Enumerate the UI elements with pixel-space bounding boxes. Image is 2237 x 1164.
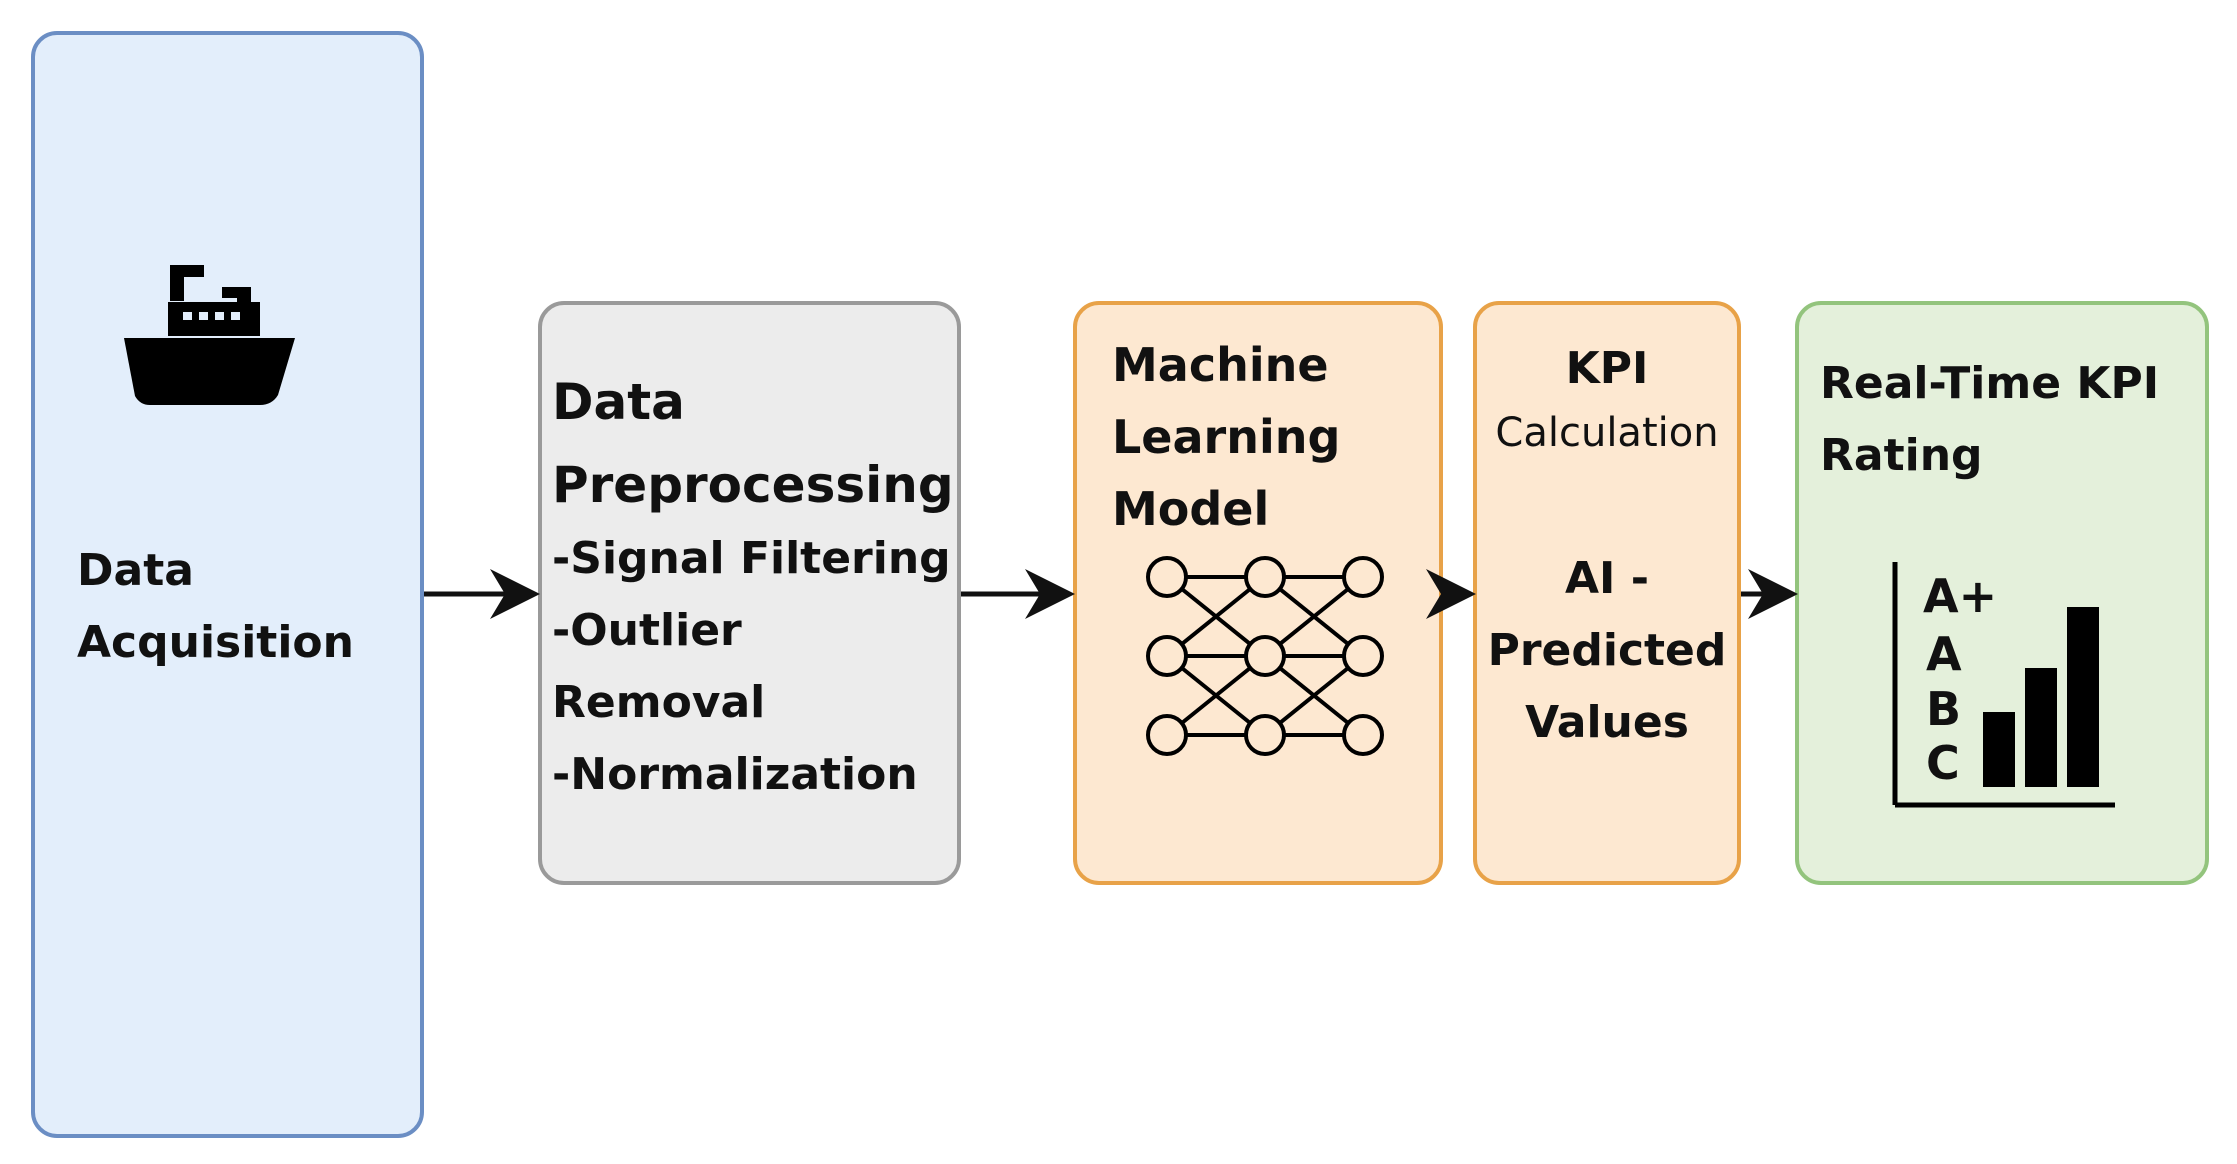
data-preprocessing-box — [538, 301, 961, 885]
model-title-line3: Model — [1112, 482, 1270, 536]
acquisition-title-line1: Data — [77, 545, 194, 596]
kpi-title-line1: KPI — [1565, 343, 1649, 394]
preprocessing-step-removal: Removal — [552, 677, 766, 728]
rating-title-line1: Real-Time KPI — [1820, 358, 2160, 409]
kpi-predicted-line1: AI - — [1564, 553, 1649, 604]
preprocessing-title-line1: Data — [552, 373, 685, 431]
acquisition-title-line2: Acquisition — [77, 617, 354, 668]
rating-bar-1 — [1983, 712, 2015, 787]
bar-chart-icon: A+ A B C — [1892, 562, 2115, 808]
kpi-predicted-line3: Values — [1525, 697, 1689, 748]
ship-icon — [124, 265, 295, 405]
data-acquisition-box — [31, 31, 424, 1138]
preprocessing-step-filtering: -Signal Filtering — [552, 533, 951, 584]
grade-label-b: B — [1926, 682, 1961, 736]
preprocessing-title-line2: Preprocessing — [552, 456, 954, 514]
model-title-line1: Machine — [1112, 338, 1329, 392]
rating-bar-3 — [2067, 607, 2099, 787]
kpi-predicted-line2: Predicted — [1487, 625, 1727, 676]
rating-bar-2 — [2025, 668, 2057, 787]
grade-label-c: C — [1926, 736, 1960, 790]
grade-label-a: A — [1926, 627, 1962, 681]
rating-title-line2: Rating — [1820, 430, 1983, 481]
preprocessing-step-outlier: -Outlier — [552, 605, 742, 656]
preprocessing-step-normalization: -Normalization — [552, 749, 918, 800]
model-title-line2: Learning — [1112, 410, 1341, 464]
kpi-title-line2: Calculation — [1495, 410, 1719, 456]
kpi-calculation-box — [1473, 301, 1741, 885]
grade-label-a-plus: A+ — [1923, 569, 1997, 623]
neural-network-icon — [1146, 556, 1384, 756]
